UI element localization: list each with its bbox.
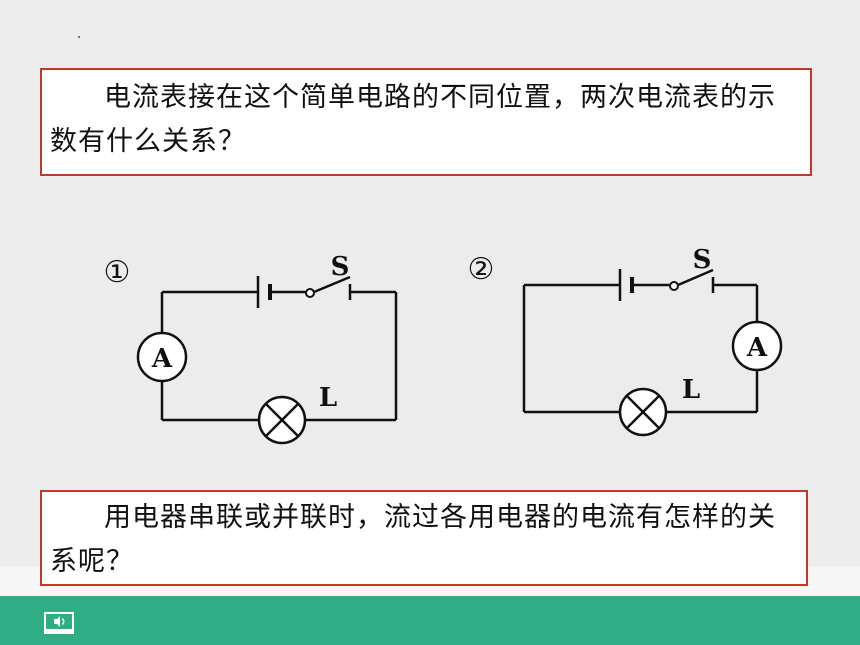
circuit-1 — [160, 275, 398, 422]
question-box-2: 用电器串联或并联时，流过各用电器的电流有怎样的关系呢？ — [40, 490, 808, 586]
question-box-1: 电流表接在这个简单电路的不同位置，两次电流表的示数有什么关系？ — [40, 68, 812, 176]
switch-pivot — [669, 281, 679, 291]
switch-blade — [677, 268, 714, 287]
lamp-2-cross — [626, 395, 660, 429]
question-1-text: 电流表接在这个简单电路的不同位置，两次电流表的示数有什么关系？ — [50, 82, 776, 157]
ammeter-2-label: A — [746, 333, 768, 363]
stray-dot — [78, 36, 80, 38]
circuit-2-number: ② — [468, 252, 495, 287]
lamp-1-cross — [265, 403, 299, 437]
question-2-text: 用电器串联或并联时，流过各用电器的电流有怎样的关系呢？ — [50, 502, 776, 577]
circuit-1-number: ① — [104, 255, 131, 290]
ammeter-2-icon — [731, 320, 783, 372]
switch-2-label: S — [693, 245, 712, 275]
ammeter-1-icon — [136, 331, 188, 383]
lamp-2-label: L — [682, 375, 700, 405]
speaker-icon[interactable] — [44, 612, 74, 634]
ammeter-1-label: A — [151, 344, 173, 374]
switch-blade — [313, 275, 351, 294]
lamp-1-label: L — [319, 383, 337, 413]
switch-pivot — [305, 288, 315, 298]
switch-1-label: S — [331, 252, 350, 282]
bottom-bar — [0, 596, 860, 645]
circuit-2 — [522, 268, 759, 414]
